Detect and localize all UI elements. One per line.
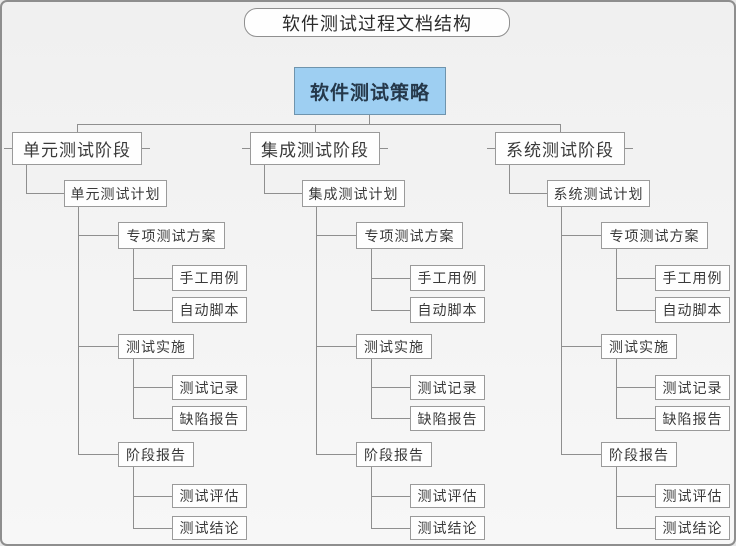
connector-stub	[380, 148, 388, 149]
node-manual-cases[interactable]: 手工用例	[410, 265, 485, 291]
diagram-title: 软件测试过程文档结构	[244, 8, 510, 37]
connector	[133, 278, 172, 279]
node-test-plan[interactable]: 单元测试计划	[64, 180, 167, 207]
connector	[371, 310, 410, 311]
node-auto-scripts[interactable]: 自动脚本	[655, 297, 730, 323]
connector	[316, 346, 356, 347]
connector	[26, 193, 64, 194]
node-test-records[interactable]: 测试记录	[172, 375, 247, 400]
connector	[133, 418, 172, 419]
connector-trunk	[371, 359, 372, 419]
node-test-execution[interactable]: 测试实施	[601, 334, 677, 359]
connector-drop	[77, 124, 78, 132]
connector-stub	[487, 148, 495, 149]
node-test-records[interactable]: 测试记录	[655, 375, 730, 400]
connector	[264, 193, 302, 194]
node-defect-reports[interactable]: 缺陷报告	[655, 406, 730, 431]
connector	[616, 496, 655, 497]
node-test-plan[interactable]: 集成测试计划	[302, 180, 405, 207]
node-test-strategy[interactable]: 软件测试策略	[294, 67, 446, 115]
connector	[133, 387, 172, 388]
node-auto-scripts[interactable]: 自动脚本	[172, 297, 247, 323]
connector	[316, 454, 356, 455]
connector-trunk	[616, 467, 617, 528]
connector-trunk	[371, 249, 372, 310]
connector-trunk	[316, 207, 317, 455]
connector-trunk	[133, 467, 134, 528]
node-stage-report[interactable]: 阶段报告	[356, 442, 432, 467]
node-phase[interactable]: 单元测试阶段	[12, 132, 142, 165]
connector	[509, 193, 547, 194]
connector-drop	[315, 124, 316, 132]
connector-trunk	[616, 249, 617, 310]
node-stage-report[interactable]: 阶段报告	[601, 442, 677, 467]
connector	[78, 454, 118, 455]
connector	[26, 165, 27, 193]
connector	[616, 387, 655, 388]
connector-trunk	[616, 359, 617, 419]
node-special-scheme[interactable]: 专项测试方案	[118, 222, 225, 249]
connector-trunk	[371, 467, 372, 528]
connector	[133, 310, 172, 311]
connector	[316, 235, 356, 236]
node-test-evaluation[interactable]: 测试评估	[172, 484, 247, 508]
node-special-scheme[interactable]: 专项测试方案	[601, 222, 708, 249]
node-test-conclusion[interactable]: 测试结论	[172, 516, 247, 540]
connector-stub	[4, 148, 12, 149]
node-test-conclusion[interactable]: 测试结论	[410, 516, 485, 540]
connector	[264, 165, 265, 193]
connector	[371, 418, 410, 419]
connector	[371, 387, 410, 388]
connector-stub	[625, 148, 633, 149]
connector-trunk	[561, 207, 562, 455]
node-test-execution[interactable]: 测试实施	[118, 334, 194, 359]
connector-stub	[242, 148, 250, 149]
connector-root-drop	[369, 115, 370, 124]
connector	[616, 528, 655, 529]
connector-trunk	[133, 249, 134, 310]
node-defect-reports[interactable]: 缺陷报告	[410, 406, 485, 431]
connector	[561, 346, 601, 347]
node-auto-scripts[interactable]: 自动脚本	[410, 297, 485, 323]
node-test-plan[interactable]: 系统测试计划	[547, 180, 650, 207]
connector	[616, 310, 655, 311]
node-phase[interactable]: 系统测试阶段	[495, 132, 625, 165]
node-manual-cases[interactable]: 手工用例	[655, 265, 730, 291]
connector	[561, 235, 601, 236]
connector-stub	[142, 148, 150, 149]
connector	[133, 496, 172, 497]
connector	[133, 528, 172, 529]
connector-trunk	[133, 359, 134, 419]
node-test-evaluation[interactable]: 测试评估	[410, 484, 485, 508]
node-test-execution[interactable]: 测试实施	[356, 334, 432, 359]
connector	[371, 496, 410, 497]
connector	[616, 418, 655, 419]
node-test-conclusion[interactable]: 测试结论	[655, 516, 730, 540]
connector	[78, 235, 118, 236]
connector-phase-rail	[77, 124, 561, 125]
connector-trunk	[78, 207, 79, 455]
connector	[371, 278, 410, 279]
connector-drop	[560, 124, 561, 132]
node-special-scheme[interactable]: 专项测试方案	[356, 222, 463, 249]
connector	[561, 454, 601, 455]
connector	[616, 278, 655, 279]
node-phase[interactable]: 集成测试阶段	[250, 132, 380, 165]
connector	[371, 528, 410, 529]
connector	[78, 346, 118, 347]
node-test-records[interactable]: 测试记录	[410, 375, 485, 400]
node-manual-cases[interactable]: 手工用例	[172, 265, 247, 291]
node-test-evaluation[interactable]: 测试评估	[655, 484, 730, 508]
node-stage-report[interactable]: 阶段报告	[118, 442, 194, 467]
node-defect-reports[interactable]: 缺陷报告	[172, 406, 247, 431]
connector	[509, 165, 510, 193]
